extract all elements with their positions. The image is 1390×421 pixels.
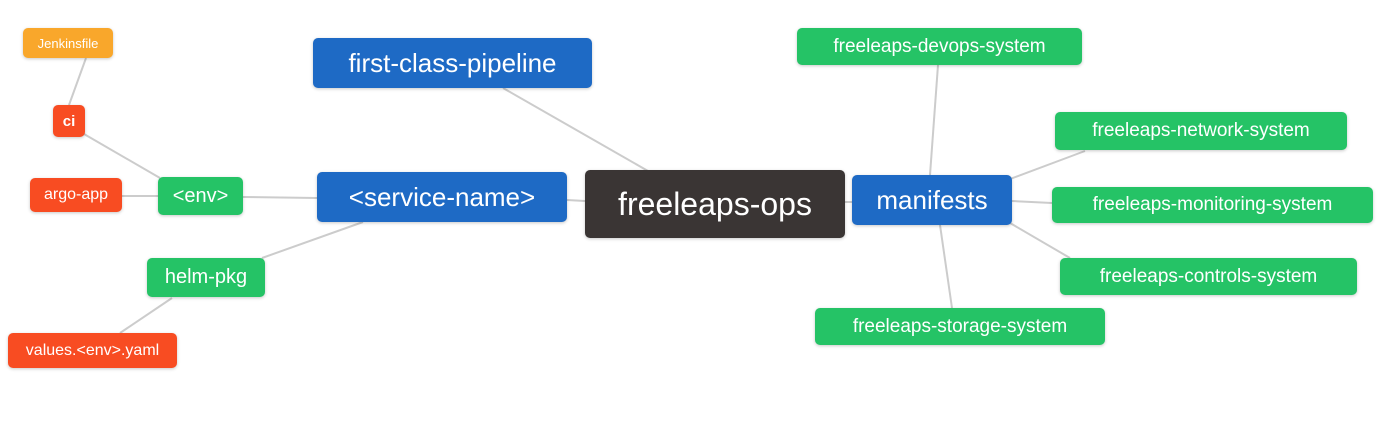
edge-service-name-freeleaps-ops bbox=[566, 199, 586, 202]
node-freeleaps-storage-system[interactable]: freeleaps-storage-system bbox=[815, 308, 1105, 345]
node-values-env-yaml[interactable]: values.<env>.yaml bbox=[8, 333, 177, 368]
node-freeleaps-controls-system[interactable]: freeleaps-controls-system bbox=[1060, 258, 1357, 295]
node-service-name[interactable]: <service-name> bbox=[317, 172, 567, 222]
edge-manifests-monitoring-system bbox=[1011, 200, 1053, 204]
edge-manifests-storage-system bbox=[939, 224, 953, 309]
edge-manifests-controls-system bbox=[1009, 222, 1071, 259]
edge-helm-pkg-service-name bbox=[261, 221, 364, 259]
edge-first-class-pipeline-freeleaps-ops bbox=[502, 87, 649, 172]
node-freeleaps-devops-system[interactable]: freeleaps-devops-system bbox=[797, 28, 1082, 65]
node-env[interactable]: <env> bbox=[158, 177, 243, 215]
node-first-class-pipeline[interactable]: first-class-pipeline bbox=[313, 38, 592, 88]
node-ci[interactable]: ci bbox=[53, 105, 85, 137]
node-argo-app[interactable]: argo-app bbox=[30, 178, 122, 212]
node-freeleaps-monitoring-system[interactable]: freeleaps-monitoring-system bbox=[1052, 187, 1373, 223]
edge-values-helm-pkg bbox=[119, 297, 173, 334]
node-freeleaps-network-system[interactable]: freeleaps-network-system bbox=[1055, 112, 1347, 150]
edge-ci-env bbox=[83, 133, 161, 179]
edge-env-service-name bbox=[242, 196, 318, 199]
node-manifests[interactable]: manifests bbox=[852, 175, 1012, 225]
node-helm-pkg[interactable]: helm-pkg bbox=[147, 258, 265, 297]
node-freeleaps-ops-root[interactable]: freeleaps-ops bbox=[585, 170, 845, 238]
edge-manifests-devops-system bbox=[929, 64, 939, 176]
node-jenkinsfile[interactable]: Jenkinsfile bbox=[23, 28, 113, 58]
edge-manifests-network-system bbox=[1009, 150, 1086, 180]
edge-jenkinsfile-ci bbox=[68, 57, 87, 106]
